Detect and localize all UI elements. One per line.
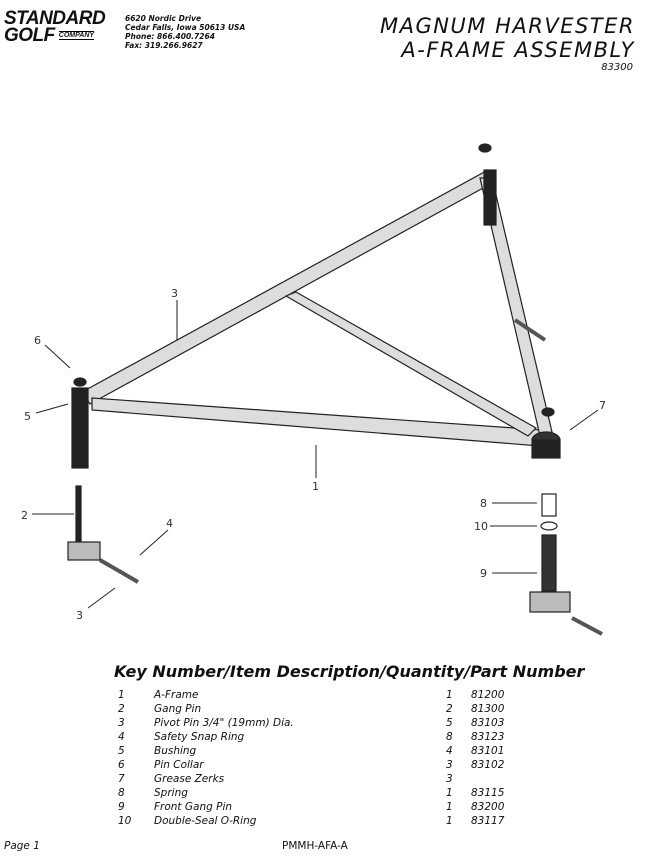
item-description: Bushing — [154, 745, 197, 757]
part-number — [471, 772, 504, 786]
title-line1: MAGNUM HARVESTER — [379, 14, 635, 38]
key-number: 7 — [118, 773, 125, 785]
callout-7: 7 — [599, 399, 606, 412]
key-number: 1 — [118, 689, 125, 701]
page-title: MAGNUM HARVESTER A-FRAME ASSEMBLY — [380, 14, 635, 62]
quantity: 1 — [446, 801, 453, 813]
part-number: 83103 — [471, 717, 505, 729]
callout-2: 2 — [21, 509, 28, 522]
parts-row: 7 Grease Zerks 3 — [118, 772, 504, 786]
part-number: 83200 — [471, 801, 505, 813]
logo-company: COMPANY — [58, 31, 95, 41]
key-number: 2 — [118, 703, 125, 715]
parts-row: 9 Front Gang Pin 1 83200 — [118, 800, 504, 814]
logo-line1: STANDARD — [4, 8, 106, 29]
address-street: 6620 Nordic Drive — [125, 14, 202, 23]
parts-row: 4 Safety Snap Ring 8 83123 — [118, 730, 504, 744]
item-description: Pin Collar — [154, 759, 204, 771]
parts-row: 10 Double-Seal O-Ring 1 83117 — [118, 814, 504, 828]
quantity: 3 — [446, 773, 453, 785]
quantity: 8 — [446, 731, 453, 743]
leader-lines — [32, 300, 599, 609]
callout-6: 6 — [34, 334, 41, 347]
parts-row: 5 Bushing 4 83101 — [118, 744, 504, 758]
part-number: 83101 — [471, 745, 505, 757]
parts-list-heading: Key Number/Item Description/Quantity/Par… — [114, 662, 585, 681]
address-phone: Phone: 866.400.7264 — [125, 32, 215, 41]
item-description: A-Frame — [154, 689, 199, 701]
callout-4: 4 — [166, 517, 173, 530]
address-fax: Fax: 319.266.9627 — [125, 41, 203, 50]
key-number: 10 — [118, 815, 132, 827]
parts-row: 1 A-Frame 1 81200 — [118, 688, 504, 702]
callout-5: 5 — [24, 410, 31, 423]
callout-3-top: 3 — [171, 287, 178, 300]
item-description: Front Gang Pin — [154, 801, 233, 813]
a-frame — [67, 143, 603, 636]
callout-8: 8 — [480, 497, 487, 510]
logo-line2: GOLF — [4, 25, 55, 46]
key-number: 4 — [118, 731, 125, 743]
item-description: Spring — [154, 787, 188, 799]
item-description: Grease Zerks — [154, 773, 225, 785]
parts-row: 6 Pin Collar 3 83102 — [118, 758, 504, 772]
parts-row: 3 Pivot Pin 3/4" (19mm) Dia. 5 83103 — [118, 716, 504, 730]
quantity: 1 — [446, 815, 453, 827]
callout-10: 10 — [474, 520, 488, 533]
part-number: 83123 — [471, 731, 505, 743]
part-number: 81300 — [471, 703, 505, 715]
key-number: 5 — [118, 745, 125, 757]
quantity: 1 — [446, 689, 453, 701]
part-number: 83117 — [471, 815, 505, 827]
parts-table: 1 A-Frame 1 81200 2 Gang Pin 2 81300 3 Pivot Pin … — [118, 688, 504, 828]
callout-1: 1 — [312, 480, 319, 493]
address-city: Cedar Falls, Iowa 50613 USA — [125, 23, 246, 32]
key-number: 6 — [118, 759, 125, 771]
item-description: Pivot Pin 3/4" (19mm) Dia. — [154, 717, 294, 729]
key-number: 9 — [118, 801, 125, 813]
item-description: Safety Snap Ring — [154, 731, 245, 743]
item-description: Gang Pin — [154, 703, 202, 715]
part-number: 81200 — [471, 689, 505, 701]
quantity: 2 — [446, 703, 453, 715]
callout-3-bottom: 3 — [76, 609, 83, 622]
assembly-part-number: 83300 — [601, 62, 633, 73]
parts-row: 2 Gang Pin 2 81300 — [118, 702, 504, 716]
part-number: 83115 — [471, 787, 505, 799]
quantity: 5 — [446, 717, 453, 729]
callout-9: 9 — [480, 567, 487, 580]
title-line2: A-FRAME ASSEMBLY — [401, 38, 635, 62]
quantity: 3 — [446, 759, 453, 771]
assembly-diagram: 3 6 5 1 7 2 4 3 8 10 9 — [21, 143, 606, 636]
document-code: PMMH-AFA-A — [282, 840, 348, 852]
parts-row: 8 Spring 1 83115 — [118, 786, 504, 800]
key-number: 3 — [118, 717, 125, 729]
key-number: 8 — [118, 787, 125, 799]
part-number: 83102 — [471, 759, 505, 771]
company-address: 6620 Nordic Drive Cedar Falls, Iowa 5061… — [125, 14, 245, 50]
item-description: Double-Seal O-Ring — [154, 815, 257, 827]
page-number: Page 1 — [4, 840, 40, 852]
quantity: 4 — [446, 745, 453, 757]
quantity: 1 — [446, 787, 453, 799]
